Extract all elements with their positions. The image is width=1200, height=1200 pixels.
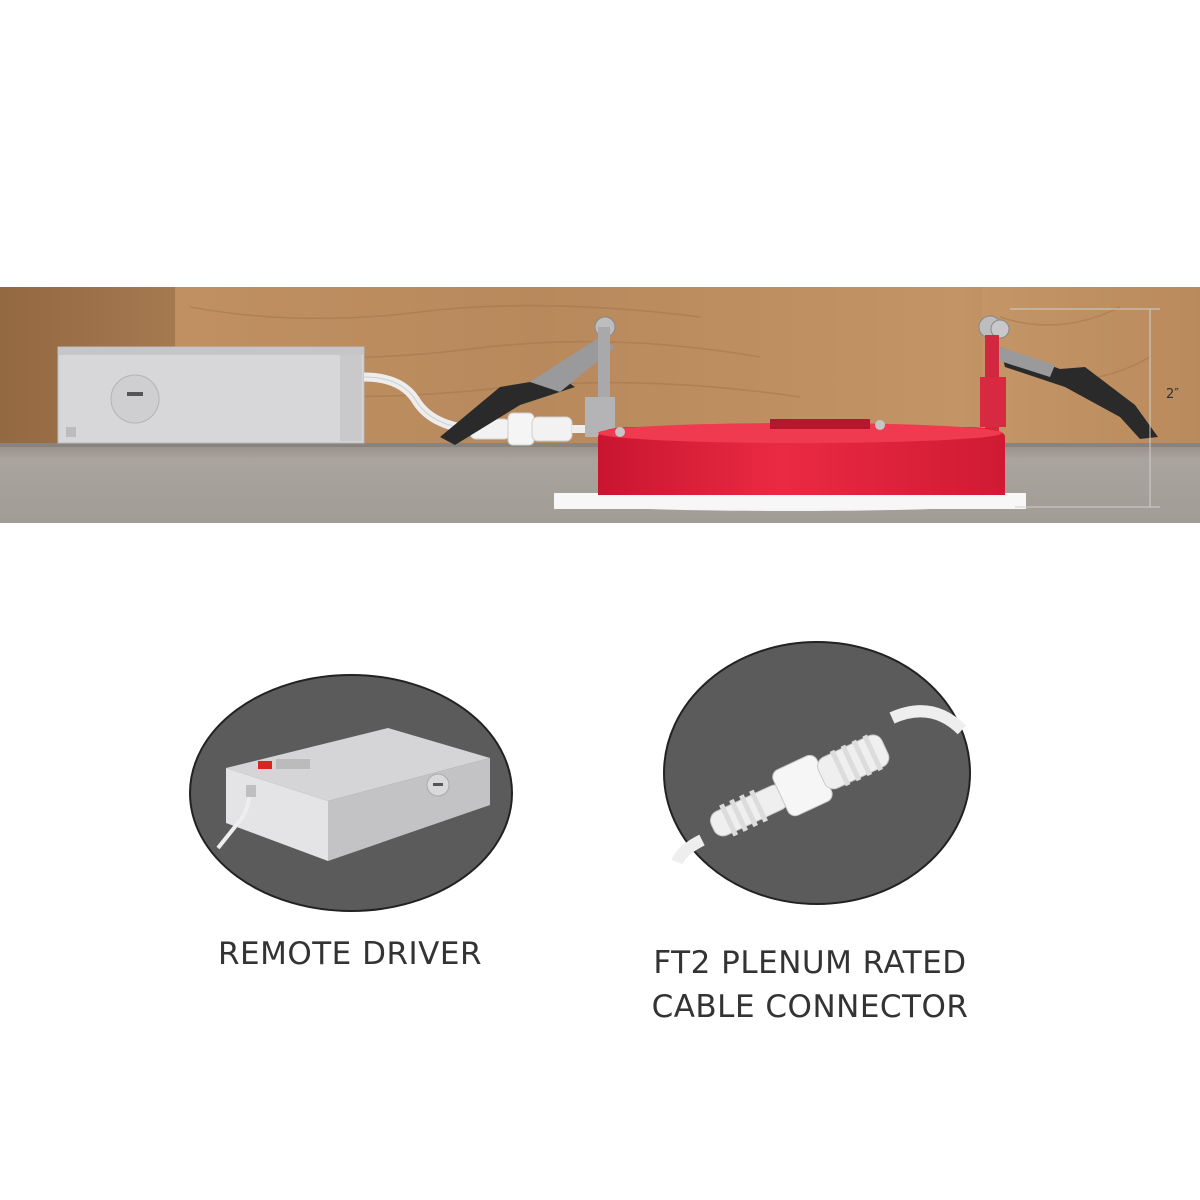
right-mounting-clip-icon bbox=[978, 315, 1158, 445]
cable-connector-icon bbox=[663, 641, 971, 905]
height-dimension-lines bbox=[1010, 308, 1160, 508]
recessed-light-icon bbox=[554, 419, 1026, 511]
cable-connector-caption: FT2 PLENUM RATED CABLE CONNECTOR bbox=[600, 941, 1020, 1029]
left-mounting-clip-icon bbox=[440, 316, 616, 445]
height-dimension-label: 2″ bbox=[1166, 387, 1180, 402]
cable-connector-caption-line2: CABLE CONNECTOR bbox=[651, 989, 969, 1025]
installation-scene bbox=[0, 287, 1200, 523]
driver-box-icon bbox=[57, 346, 365, 444]
cable-connector-detail bbox=[662, 640, 972, 906]
remote-driver-box-icon bbox=[189, 674, 513, 912]
cable-connector-caption-line1: FT2 PLENUM RATED bbox=[653, 945, 967, 981]
remote-driver-caption: REMOTE DRIVER bbox=[217, 936, 483, 972]
remote-driver-detail bbox=[188, 673, 514, 913]
